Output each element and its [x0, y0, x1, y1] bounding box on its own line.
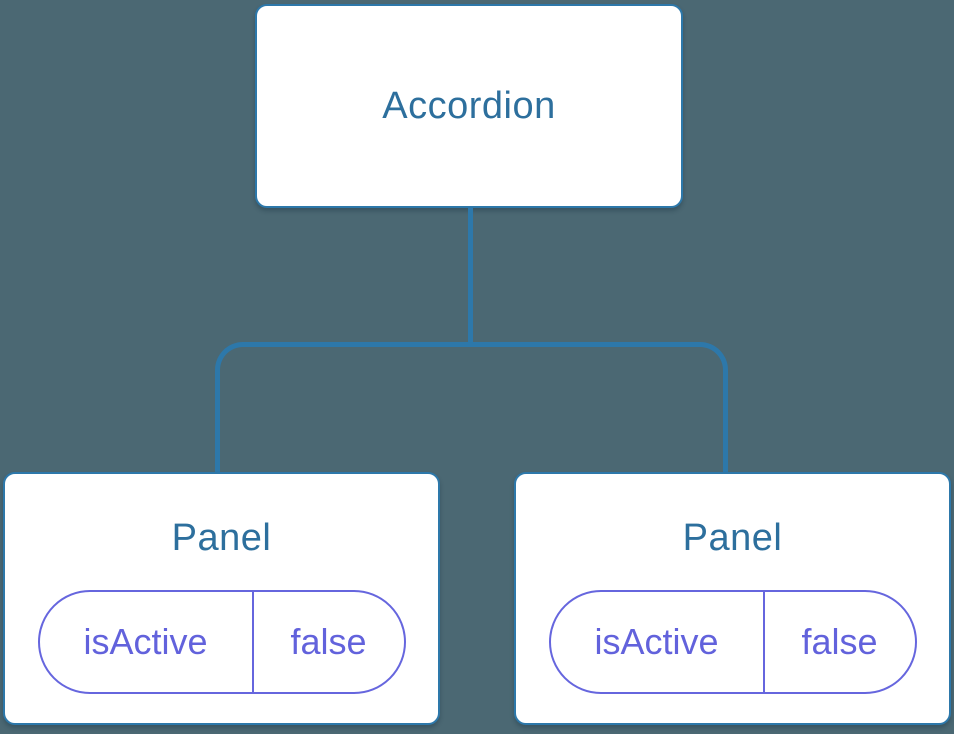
accordion-node: Accordion	[255, 4, 683, 208]
state-key: isActive	[551, 592, 765, 692]
panel-node-left: Panel isActive false	[3, 472, 440, 725]
state-value: false	[801, 621, 878, 662]
state-value: false	[290, 621, 367, 662]
panel-node-right: Panel isActive false	[514, 472, 951, 725]
state-key: isActive	[40, 592, 254, 692]
accordion-node-label: Accordion	[382, 84, 556, 127]
connector-branch	[215, 342, 728, 472]
state-pill: isActive false	[548, 590, 917, 694]
state-pill: isActive false	[37, 590, 406, 694]
panel-node-label: Panel	[171, 517, 272, 559]
panel-node-label: Panel	[682, 517, 783, 559]
connector-stem	[468, 208, 473, 346]
